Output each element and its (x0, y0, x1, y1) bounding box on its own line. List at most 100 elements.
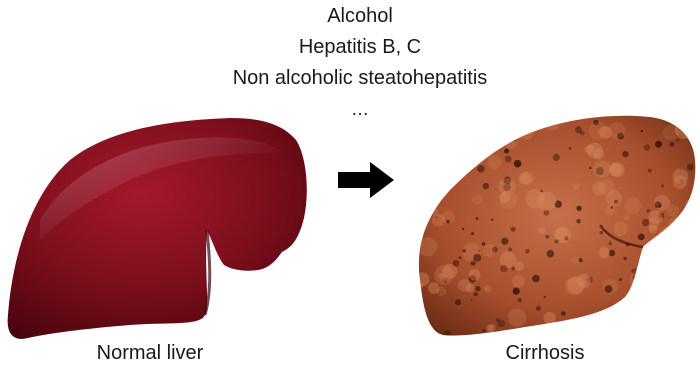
nodule-light (438, 105, 444, 111)
arrow-icon (338, 160, 398, 200)
nodule-dark (428, 174, 434, 180)
nodule-light (483, 244, 496, 257)
nodule-light (428, 282, 440, 294)
nodule-light (585, 145, 594, 154)
nodule-dark (673, 282, 678, 287)
nodule-dark (638, 234, 645, 241)
nodule-light (541, 105, 557, 120)
nodule-dark (689, 257, 695, 263)
nodule-dark (453, 146, 461, 154)
caption-normal-liver: Normal liver (45, 342, 255, 364)
nodule-light (589, 122, 607, 140)
nodule-light (643, 306, 660, 323)
nodule-light (613, 222, 628, 237)
nodule-light (685, 198, 699, 212)
nodule-light (411, 154, 417, 160)
nodule-light (640, 273, 654, 287)
nodule-dark (488, 140, 492, 144)
nodule-light (545, 116, 559, 130)
nodule-dark (678, 292, 681, 295)
nodule-light (520, 172, 533, 185)
nodule-dark (491, 219, 493, 221)
nodule-dark (429, 133, 435, 139)
nodule-dark (446, 180, 450, 184)
cause-nash: Non alcoholic steatohepatitis (0, 67, 700, 89)
nodule-dark (462, 249, 466, 253)
nodule-dark (653, 294, 655, 296)
nodule-light (623, 213, 630, 220)
nodule-light (681, 288, 690, 297)
nodule-dark (550, 335, 555, 340)
nodule-light (658, 227, 675, 244)
nodule-dark (547, 250, 554, 257)
nodule-dark (687, 164, 694, 171)
nodule-dark (501, 238, 508, 245)
nodule-light (577, 274, 591, 288)
nodule-dark (477, 165, 484, 172)
nodule-light (432, 214, 445, 227)
nodule-light (419, 109, 439, 129)
nodule-light (435, 124, 452, 141)
nodule-light (414, 281, 423, 290)
nodule-dark (405, 215, 409, 220)
nodule-light (571, 257, 578, 264)
nodule-dark (471, 299, 473, 301)
nodule-dark (518, 298, 522, 302)
nodule-dark (648, 169, 652, 173)
nodule-dark (553, 154, 560, 161)
nodule-dark (427, 135, 435, 143)
nodule-dark (492, 118, 496, 122)
nodule-dark (576, 219, 581, 224)
nodule-light (592, 182, 606, 196)
nodule-light (405, 222, 420, 240)
nodule-dark (473, 254, 481, 262)
nodule-dark (564, 109, 568, 113)
nodule-light (605, 205, 615, 215)
nodule-dark (540, 190, 543, 193)
nodule-light (629, 105, 641, 115)
nodule-dark (589, 167, 591, 169)
nodule-dark (577, 206, 582, 211)
nodule-light (519, 125, 534, 140)
nodule-dark (686, 105, 692, 109)
nodule-light (538, 227, 545, 234)
nodule-dark (659, 273, 663, 277)
nodule-light (504, 136, 517, 149)
nodule-dark (482, 242, 485, 245)
nodule-light (499, 192, 510, 203)
nodule-dark (453, 260, 460, 267)
nodule-dark (623, 257, 626, 260)
nodule-dark (427, 201, 432, 206)
nodule-dark (665, 291, 670, 296)
nodule-light (607, 319, 614, 326)
nodule-light (665, 105, 685, 123)
nodule-light (434, 265, 454, 285)
nodule-light (649, 210, 663, 224)
nodule-light (664, 226, 674, 236)
nodule-light (675, 120, 694, 139)
nodule-dark (546, 115, 551, 120)
nodule-dark (407, 133, 412, 138)
nodule-dark (609, 107, 612, 110)
nodule-dark (532, 327, 537, 332)
nodule-dark (531, 106, 536, 111)
nodule-dark (475, 286, 481, 292)
nodule-dark (614, 200, 618, 204)
nodule-light (418, 237, 437, 256)
nodule-light (486, 325, 493, 332)
nodule-dark (464, 161, 468, 165)
nodule-dark (598, 320, 605, 327)
nodule-dark (644, 144, 651, 151)
nodule-light (415, 159, 428, 172)
nodule-light (609, 122, 626, 139)
nodule-light (673, 176, 687, 190)
nodule-dark (474, 292, 478, 296)
nodule-dark (508, 248, 512, 252)
nodule-dark (605, 285, 613, 293)
nodule-dark (611, 207, 613, 209)
nodule-dark (536, 306, 541, 311)
nodule-dark (631, 336, 636, 341)
nodule-light (484, 285, 491, 292)
nodule-dark (489, 133, 492, 136)
nodule-light (652, 255, 671, 274)
